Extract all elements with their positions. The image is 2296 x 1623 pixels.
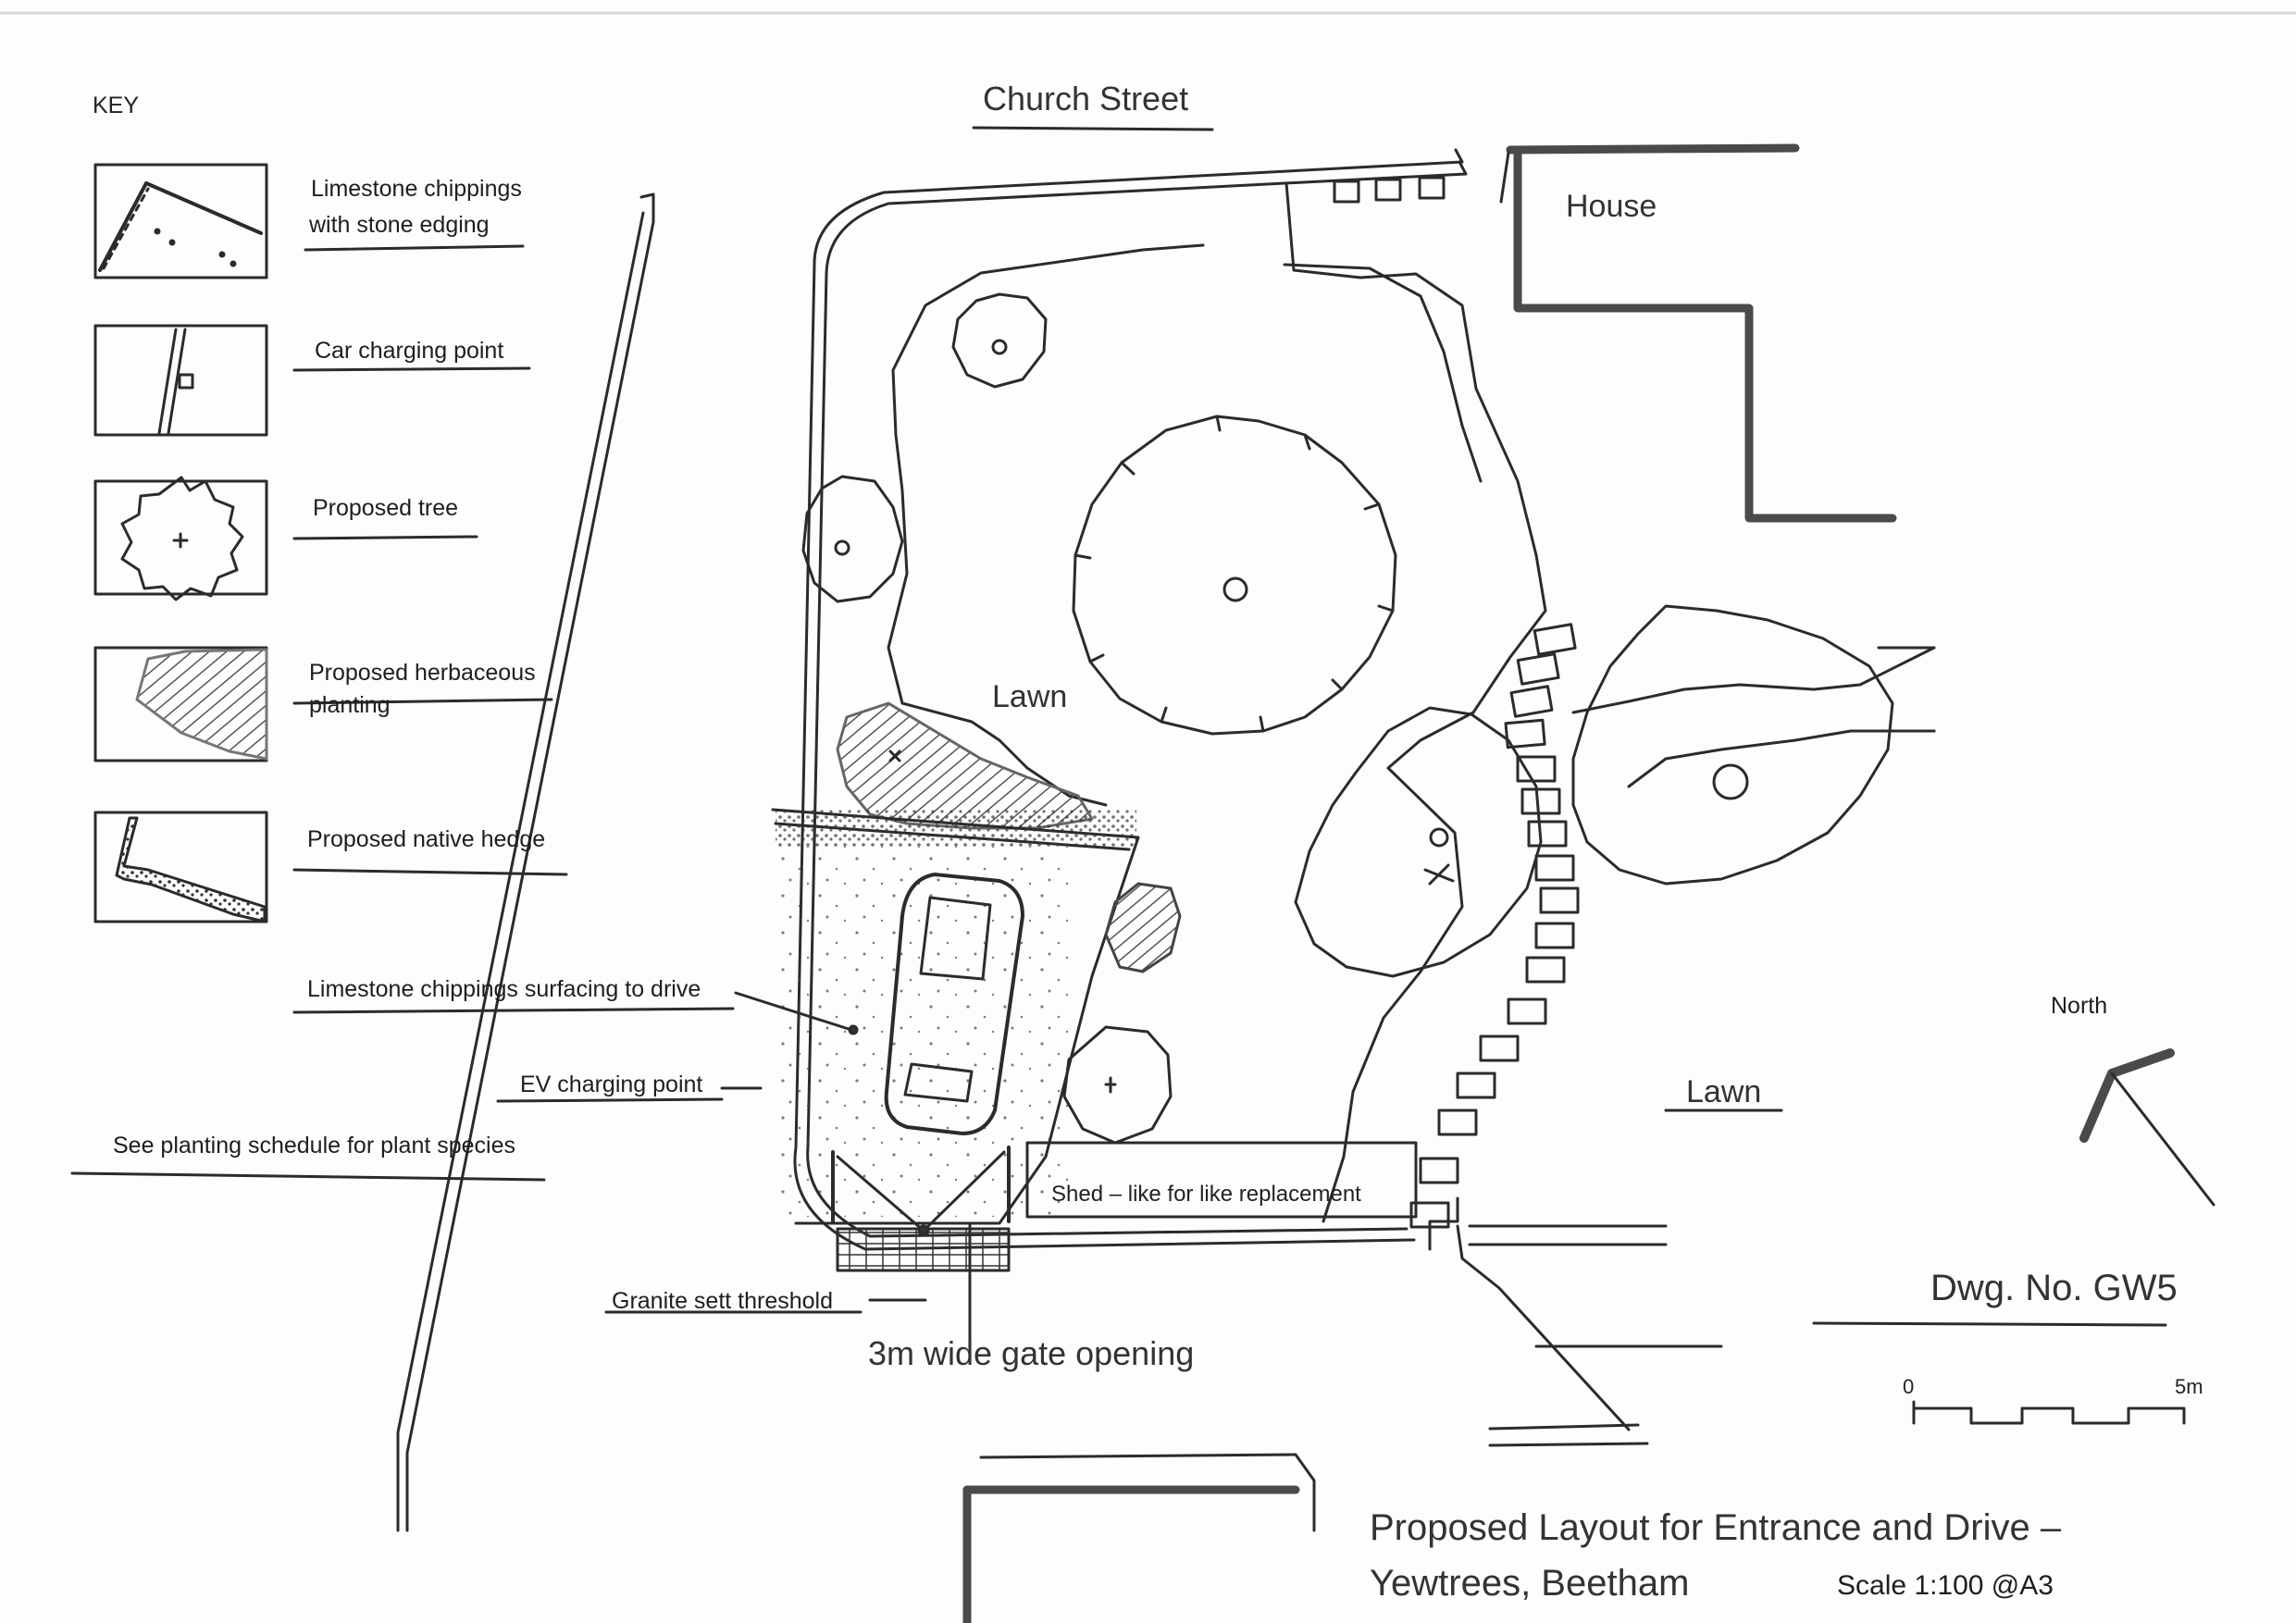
tree-near-shed (1062, 1025, 1173, 1145)
lawn-boundary (1285, 181, 1547, 1223)
tree-east (1571, 604, 1894, 886)
key-label-charging: Car charging point (315, 338, 504, 364)
key-label-tree: Proposed tree (313, 495, 459, 521)
tree-west (801, 475, 904, 603)
drawing-title-line1: Proposed Layout for Entrance and Drive – (1370, 1507, 2062, 1548)
key-swatch-charging (93, 324, 268, 437)
scale-bar-end: 5m (2175, 1375, 2203, 1398)
scale-bar-start: 0 (1903, 1375, 1915, 1398)
schedule-note: See planting schedule for plant species (113, 1133, 516, 1158)
key-label-hedge: Proposed native hedge (307, 826, 546, 852)
herbaceous-bed-west (836, 701, 1094, 830)
threshold-label: Granite sett threshold (612, 1288, 834, 1314)
lawn-label-main: Lawn (992, 679, 1068, 714)
car (884, 873, 1024, 1135)
scale-bar (1912, 1400, 2186, 1425)
road-edge-west (405, 192, 655, 1532)
shed (1025, 1141, 1418, 1219)
key-label-herbaceous-2: planting (309, 692, 391, 718)
ev-point-label: EV charging point (520, 1072, 703, 1097)
leader-drive-surface (734, 991, 853, 1032)
key-label-chippings-1: Limestone chippings (311, 176, 522, 202)
site-boundary (793, 148, 1464, 1251)
north-label: North (2051, 993, 2108, 1019)
north-arrow (2079, 1048, 2215, 1207)
tree-hatched-shed (1104, 882, 1182, 973)
key-label-chippings-2: with stone edging (309, 212, 490, 238)
gate-label: 3m wide gate opening (868, 1334, 1195, 1372)
drawing-number: Dwg. No. GW5 (1930, 1268, 2178, 1308)
key-swatches (93, 163, 268, 923)
drawing-title-line2: Yewtrees, Beetham (1370, 1563, 1690, 1604)
drive-chippings (777, 847, 1074, 1217)
key-swatch-hedge (93, 811, 268, 923)
stepping-stones (1409, 623, 1580, 1229)
shed-label: Shed – like for like replacement (1051, 1182, 1361, 1207)
key-label-herbaceous-1: Proposed herbaceous (309, 660, 536, 686)
lawn-label-east: Lawn (1686, 1074, 1762, 1109)
drawing-scale: Scale 1:100 @A3 (1837, 1570, 2054, 1601)
tree-east-centre (1294, 706, 1543, 978)
key-swatch-chippings (93, 163, 268, 279)
house-label: House (1566, 189, 1657, 224)
key-title: KEY (93, 93, 140, 118)
tree-small-north (951, 292, 1048, 389)
street-name: Church Street (983, 80, 1189, 118)
drive-surface-label: Limestone chippings surfacing to drive (307, 976, 701, 1002)
